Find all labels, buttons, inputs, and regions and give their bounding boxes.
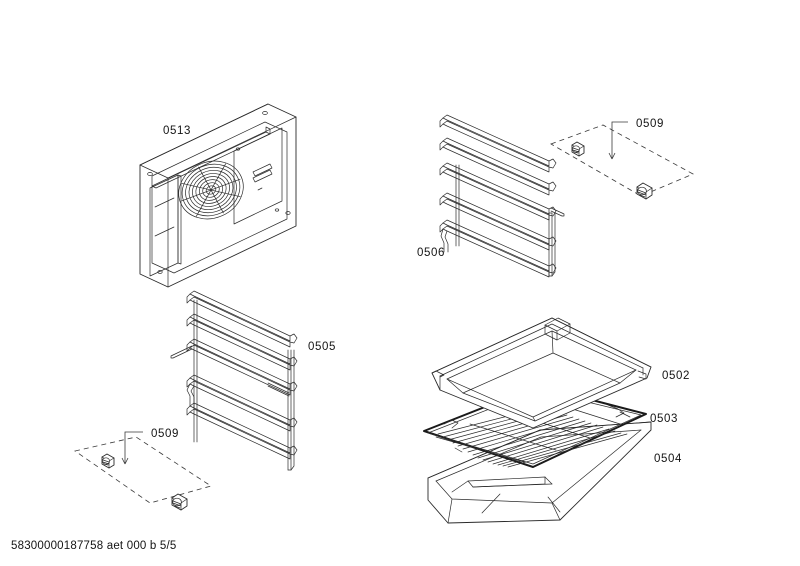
document-footer-code: 58300000187758 aet 000 b 5/5 (11, 540, 177, 552)
part-label-0502: 0502 (662, 370, 690, 382)
part-label-0506: 0506 (417, 247, 445, 259)
part-label-0505: 0505 (308, 341, 336, 353)
part-0509-fastener-bag-upper (550, 121, 694, 200)
part-0513-fan-cover-panel (139, 103, 297, 288)
part-label-0504: 0504 (654, 453, 682, 465)
fastener-nut (571, 141, 585, 157)
part-label-0509-upper: 0509 (636, 118, 664, 130)
part-0509-fastener-bag-lower (74, 431, 212, 511)
part-label-0509-lower: 0509 (151, 428, 179, 440)
part-0504-baking-tray (427, 421, 652, 524)
part-0503-wire-grill-rack (423, 385, 647, 468)
part-label-0513: 0513 (163, 125, 191, 137)
part-0502-deep-roasting-pan (431, 317, 652, 429)
fastener-nut (636, 182, 653, 200)
part-0506-shelf-rail-right (439, 114, 565, 278)
fastener-nut (101, 453, 115, 469)
fastener-nut (171, 493, 188, 511)
part-label-0503: 0503 (650, 413, 678, 425)
part-0505-shelf-rail-left (170, 290, 298, 471)
